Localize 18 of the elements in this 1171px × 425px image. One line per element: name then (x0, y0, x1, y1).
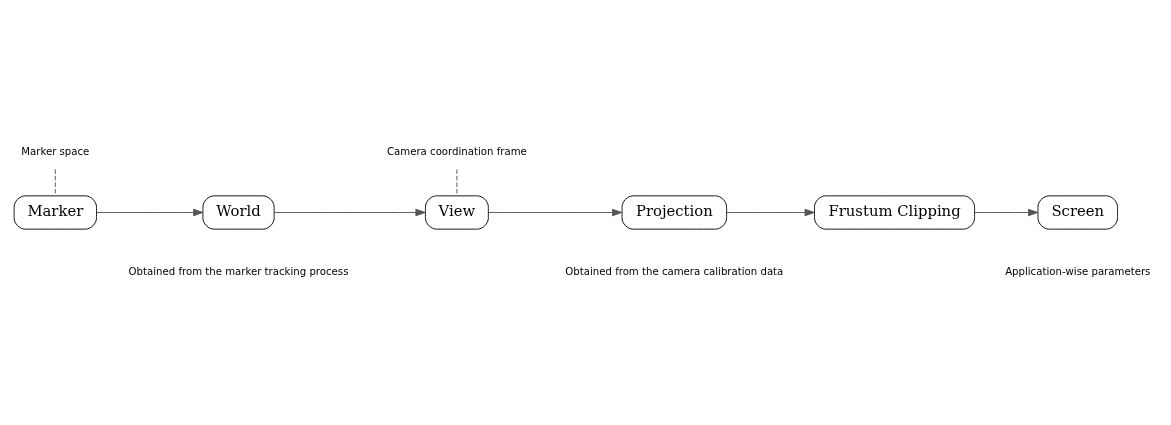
label: Application-wise parameters (1005, 266, 1151, 278)
node-box: Marker (13, 195, 97, 230)
arrow (96, 208, 204, 217)
arrow (273, 208, 426, 217)
label: Obtained from the camera calibration data (565, 266, 784, 278)
node-box: Frustum Clipping (814, 195, 976, 230)
label: Obtained from the marker tracking process (128, 266, 349, 278)
node-box: World (202, 195, 275, 230)
node-box: View (424, 195, 489, 230)
node-box: Screen (1037, 195, 1118, 230)
arrow (488, 208, 623, 217)
arrow (974, 208, 1039, 217)
arrow (726, 208, 815, 217)
node-text: Camera coordination frame (386, 145, 527, 157)
connector (54, 168, 56, 197)
node-text: Marker space (21, 145, 90, 157)
connector (456, 168, 458, 197)
node-box: Projection (621, 195, 728, 230)
